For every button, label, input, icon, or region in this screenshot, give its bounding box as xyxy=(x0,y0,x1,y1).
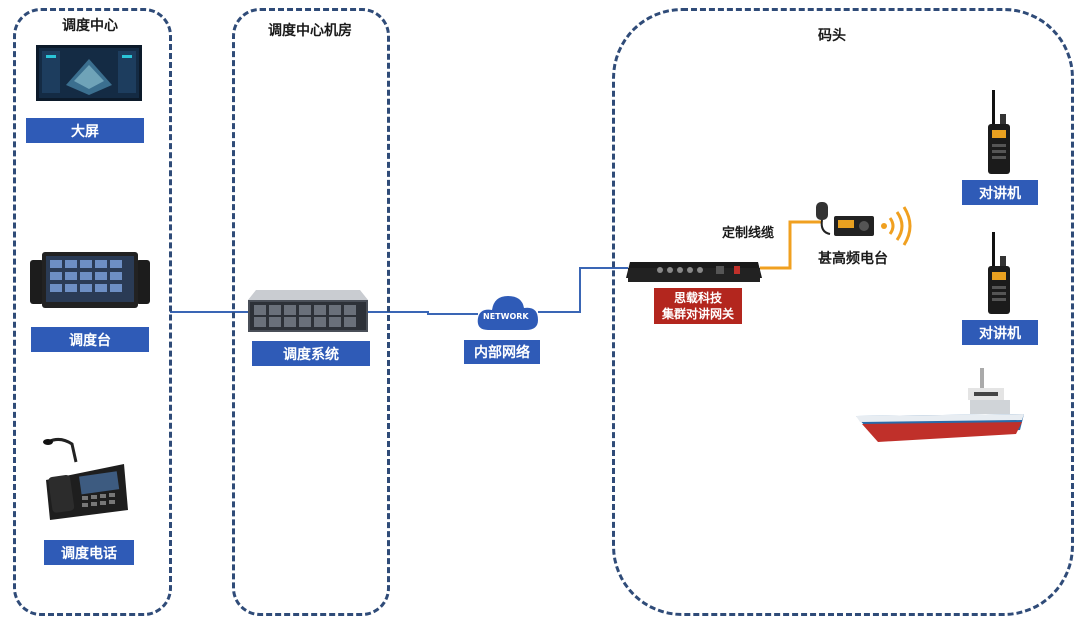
gateway-label-line1: 思载科技 xyxy=(673,291,722,305)
zone-machine-room-title: 调度中心机房 xyxy=(268,23,352,39)
dispatch-system-label: 调度系统 xyxy=(252,341,370,366)
network-cloud-label: NETWORK xyxy=(483,312,529,321)
server-image xyxy=(246,286,370,334)
gateway-label-line2: 集群对讲网关 xyxy=(661,307,734,321)
zone-dock-title: 码头 xyxy=(818,28,846,44)
phone-label: 调度电话 xyxy=(44,540,134,565)
vhf-radio-label: 甚高频电台 xyxy=(818,251,888,267)
internal-network-label: 内部网络 xyxy=(464,340,540,364)
gateway-label: 思载科技 集群对讲网关 xyxy=(654,288,742,324)
console-label: 调度台 xyxy=(31,327,149,352)
wireless-signal-icon xyxy=(880,206,914,246)
link-network-to-gateway xyxy=(538,267,628,313)
walkie-talkie-1-label: 对讲机 xyxy=(962,180,1038,205)
zone-dock xyxy=(612,8,1074,616)
walkie-talkie-1-image xyxy=(986,90,1012,176)
custom-cable-label: 定制线缆 xyxy=(722,226,775,241)
zone-dispatch-center-title: 调度中心 xyxy=(62,18,118,34)
zone-dispatch-center xyxy=(13,8,172,616)
custom-cable-line xyxy=(760,220,822,270)
network-cloud-icon xyxy=(474,290,542,334)
big-screen-label: 大屏 xyxy=(26,118,144,143)
phone-image xyxy=(40,432,130,522)
ship-image xyxy=(856,364,1024,444)
zone-machine-room xyxy=(232,8,390,616)
console-image xyxy=(30,250,150,314)
walkie-talkie-2-label: 对讲机 xyxy=(962,320,1038,345)
link-system-to-network xyxy=(368,311,478,315)
vhf-radio-image xyxy=(812,202,876,242)
walkie-talkie-2-image xyxy=(986,232,1012,316)
big-screen-image xyxy=(36,45,142,101)
gateway-image xyxy=(626,256,762,284)
